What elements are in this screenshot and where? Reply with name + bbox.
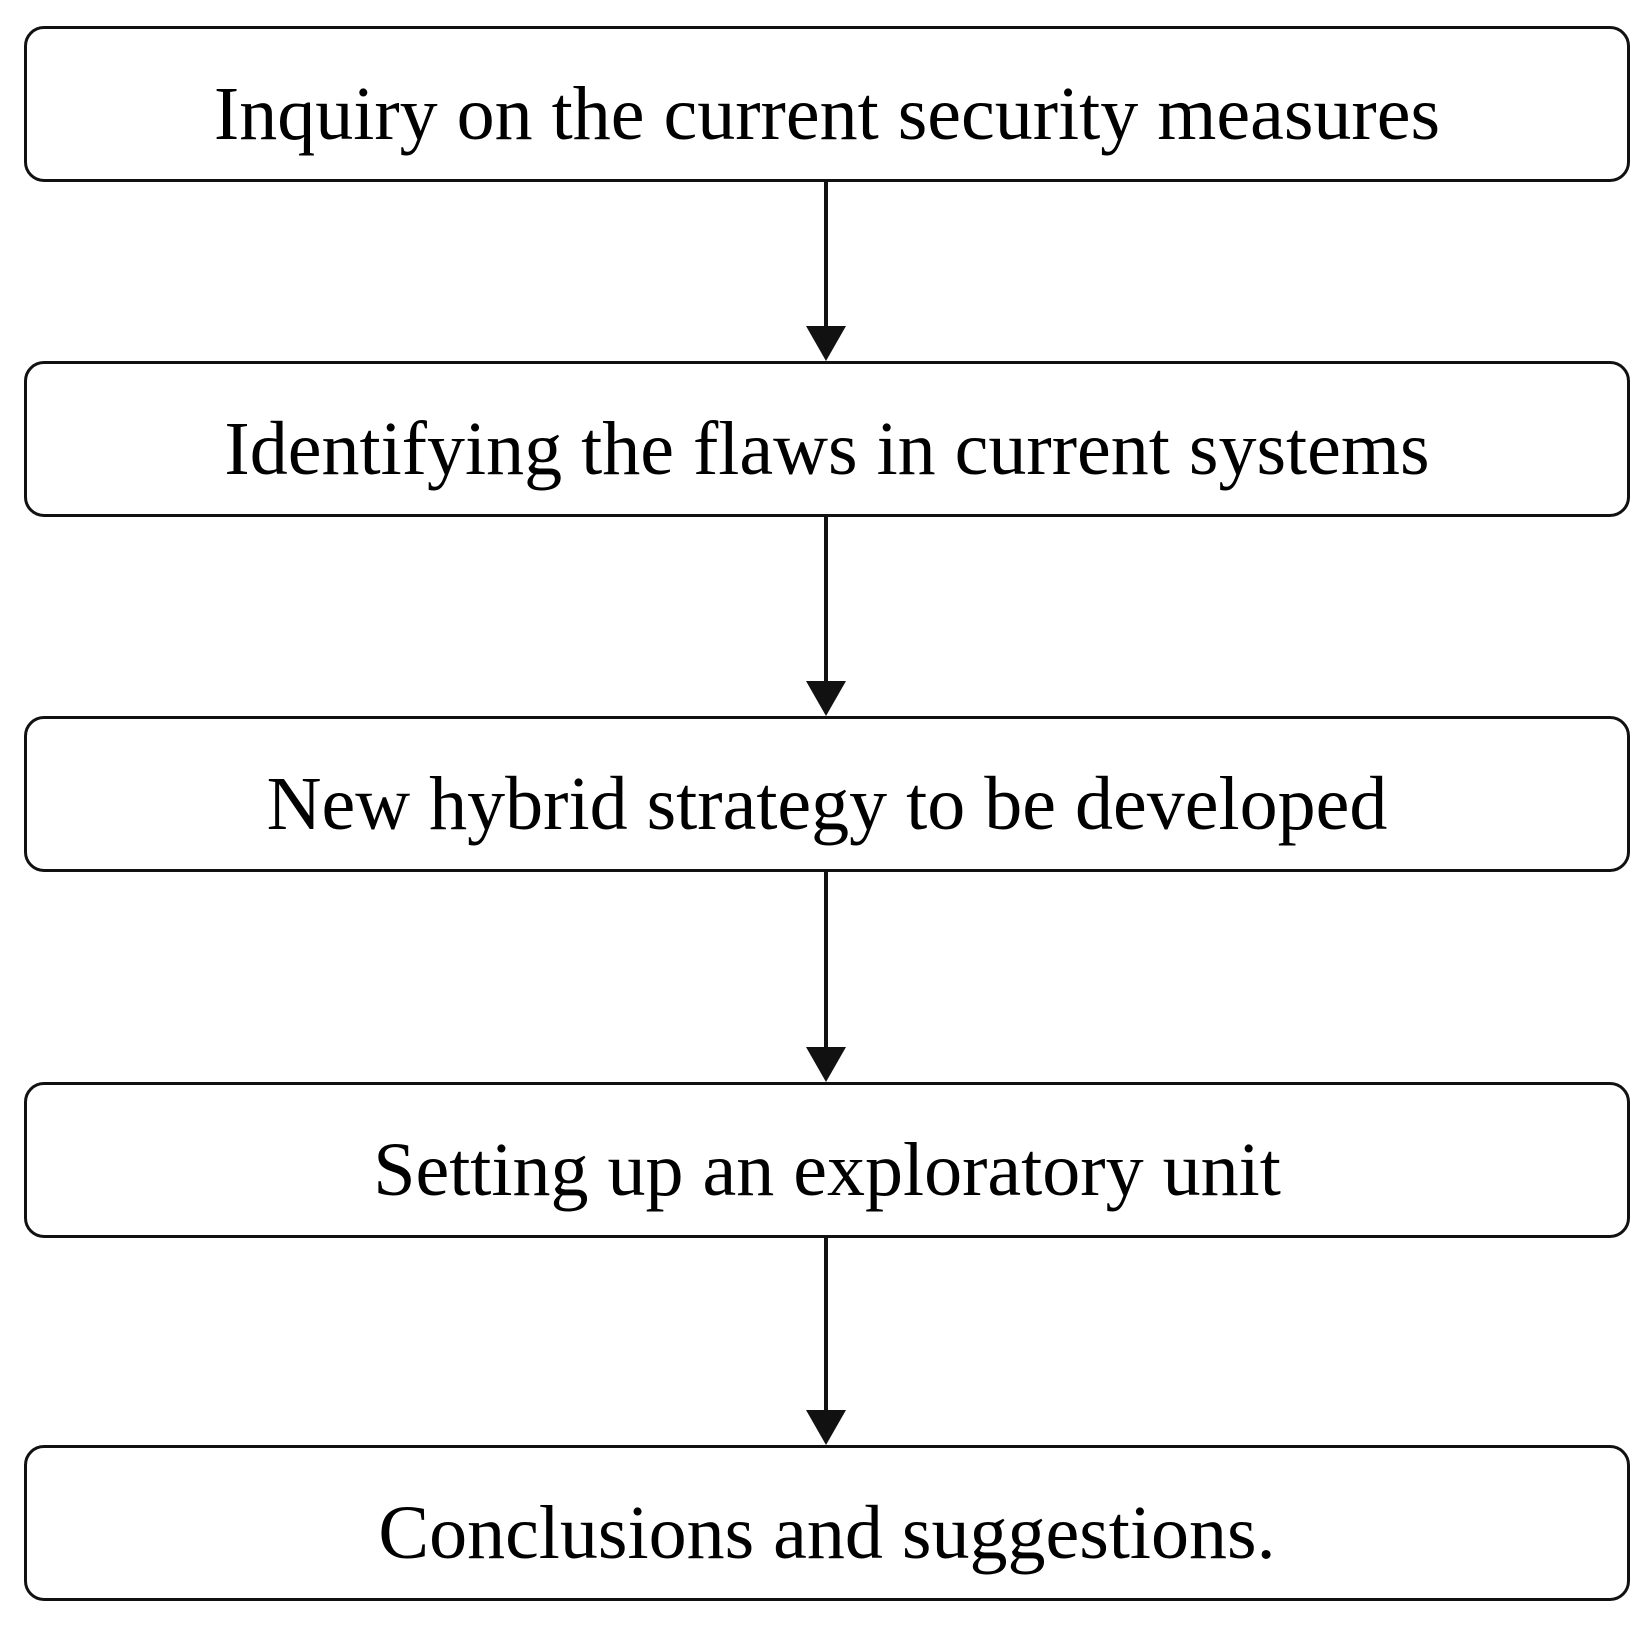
step-box-inquiry: Inquiry on the current security measures bbox=[24, 26, 1630, 182]
arrow-4-head-icon bbox=[806, 1410, 846, 1445]
arrow-1-to-2 bbox=[806, 182, 846, 361]
arrow-1-head-icon bbox=[806, 326, 846, 361]
arrow-4-to-5 bbox=[806, 1238, 846, 1445]
step-box-hybrid-strategy: New hybrid strategy to be developed bbox=[24, 716, 1630, 872]
step-label: Identifying the flaws in current systems bbox=[224, 407, 1430, 491]
arrow-3-to-4 bbox=[806, 872, 846, 1082]
step-label: Inquiry on the current security measures bbox=[213, 72, 1441, 156]
step-box-conclusions: Conclusions and suggestions. bbox=[24, 1445, 1630, 1601]
step-label: New hybrid strategy to be developed bbox=[266, 762, 1388, 846]
arrow-2-to-3 bbox=[806, 517, 846, 716]
step-label: Setting up an exploratory unit bbox=[373, 1128, 1281, 1212]
step-box-exploratory-unit: Setting up an exploratory unit bbox=[24, 1082, 1630, 1238]
step-box-identifying-flaws: Identifying the flaws in current systems bbox=[24, 361, 1630, 517]
step-label: Conclusions and suggestions. bbox=[378, 1491, 1276, 1575]
arrow-2-head-icon bbox=[806, 681, 846, 716]
arrow-3-head-icon bbox=[806, 1047, 846, 1082]
